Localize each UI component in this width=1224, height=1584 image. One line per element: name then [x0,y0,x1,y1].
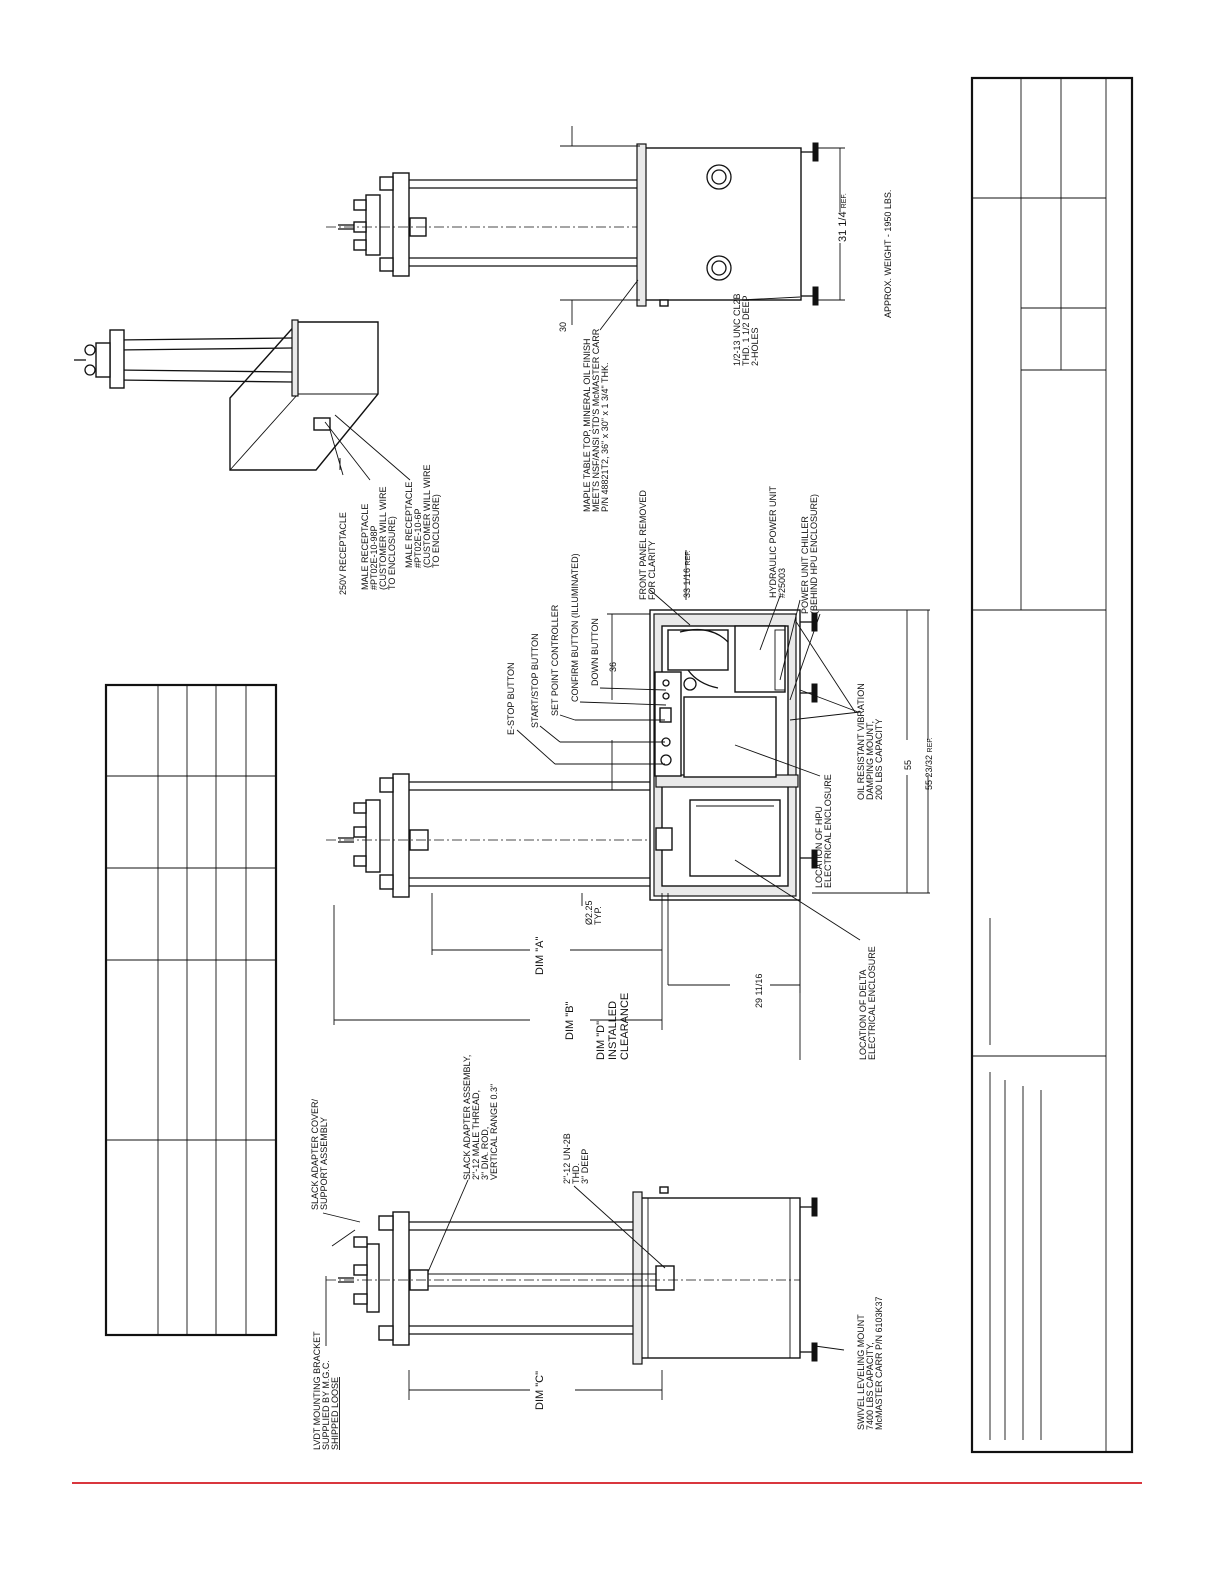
dim-55-label: 55 [903,760,913,770]
isometric-view [74,319,379,471]
receptacle-250v-label: 250V RECEPTACLE [338,512,348,595]
dim-c-label: DIM "C" [534,1371,546,1410]
weight-label: APPROX. WEIGHT - 1950 LBS. [883,190,893,318]
dim-30-label: 30 [558,322,568,332]
tap-holes-label: 1/2-13 UNC CL2BTHD. 1 1/2 DEEP2-HOLES [732,293,760,366]
dim-36-label: 36 [608,662,618,672]
dim-33-label: 33 1/16 REF. [682,550,692,598]
front-panel-label: FRONT PANEL REMOVEDFOR CLARITY [638,490,657,600]
dim-31-label: 31 1/4 REF. [837,193,849,242]
maple-top-label: MAPLE TABLE TOP, MINERAL OIL FINISHMEETS… [582,328,610,512]
dim-55b-label: 55 23/32 REF. [924,737,934,790]
down-label: DOWN BUTTON [590,618,600,686]
slack-cover-label: SLACK ADAPTER COVER/SUPPORT ASSEMBLY [310,1098,329,1210]
thread-label: 2"-12 UN-2BTHD.3" DEEP [562,1133,590,1184]
dim-a-label: DIM "A" [534,937,546,975]
male-receptacle-1-label: MALE RECEPTACLE#PT02E-10-98P(CUSTOMER WI… [360,486,397,590]
estop-label: E-STOP BUTTON [506,662,516,735]
dim-d-label: DIM "D"INSTALLEDCLEARANCE [595,993,631,1060]
dimension-table [104,683,278,1337]
chiller-label: POWER UNIT CHILLER(BEHIND HPU ENCLOSURE) [800,494,819,614]
vibration-mount-label: OIL RESISTANT VIBRATIONDAMPING MOUNT,200… [856,683,884,800]
typ-label: Ø2.25TYP. [584,900,603,925]
text-labels: LVDT MOUNTING BRACKETSUPPLIED BY M.G.C.S… [310,190,934,1450]
male-receptacle-2-label: MALE RECEPTACLE#PT02E-10-6P(CUSTOMER WIL… [404,464,441,568]
end-view-right [326,142,819,307]
leader-lines [322,126,930,1400]
confirm-label: CONFIRM BUTTON (ILLUMINATED) [570,553,580,702]
dim-29-label: 29 11/16 [754,974,764,1008]
swivel-mount-label: SWIVEL LEVELING MOUNT7400 LBS CAPACITY,M… [856,1296,884,1430]
setpoint-label: SET POINT CONTROLLER [550,604,560,716]
front-view-center [326,609,818,901]
dim-b-label: DIM "B" [564,1002,576,1040]
slack-assembly-label: SLACK ADAPTER ASSEMBLY,2"-12 MALE THREAD… [462,1055,499,1180]
delta-enclosure-label: LOCATION OF DELTAELECTRICAL ENCLOSURE [858,946,877,1060]
lvdt-bracket-label: LVDT MOUNTING BRACKETSUPPLIED BY M.G.C.S… [312,1331,340,1450]
side-view-left [326,1186,818,1365]
title-block [970,76,1134,1454]
startstop-label: START/STOP BUTTON [530,633,540,728]
footer-rule [72,1482,1142,1484]
hpu-label: HYDRAULIC POWER UNIT#25003 [768,485,787,598]
hpu-enclosure-label: LOCATION OF HPUELECTRICAL ENCLOSURE [814,774,833,888]
